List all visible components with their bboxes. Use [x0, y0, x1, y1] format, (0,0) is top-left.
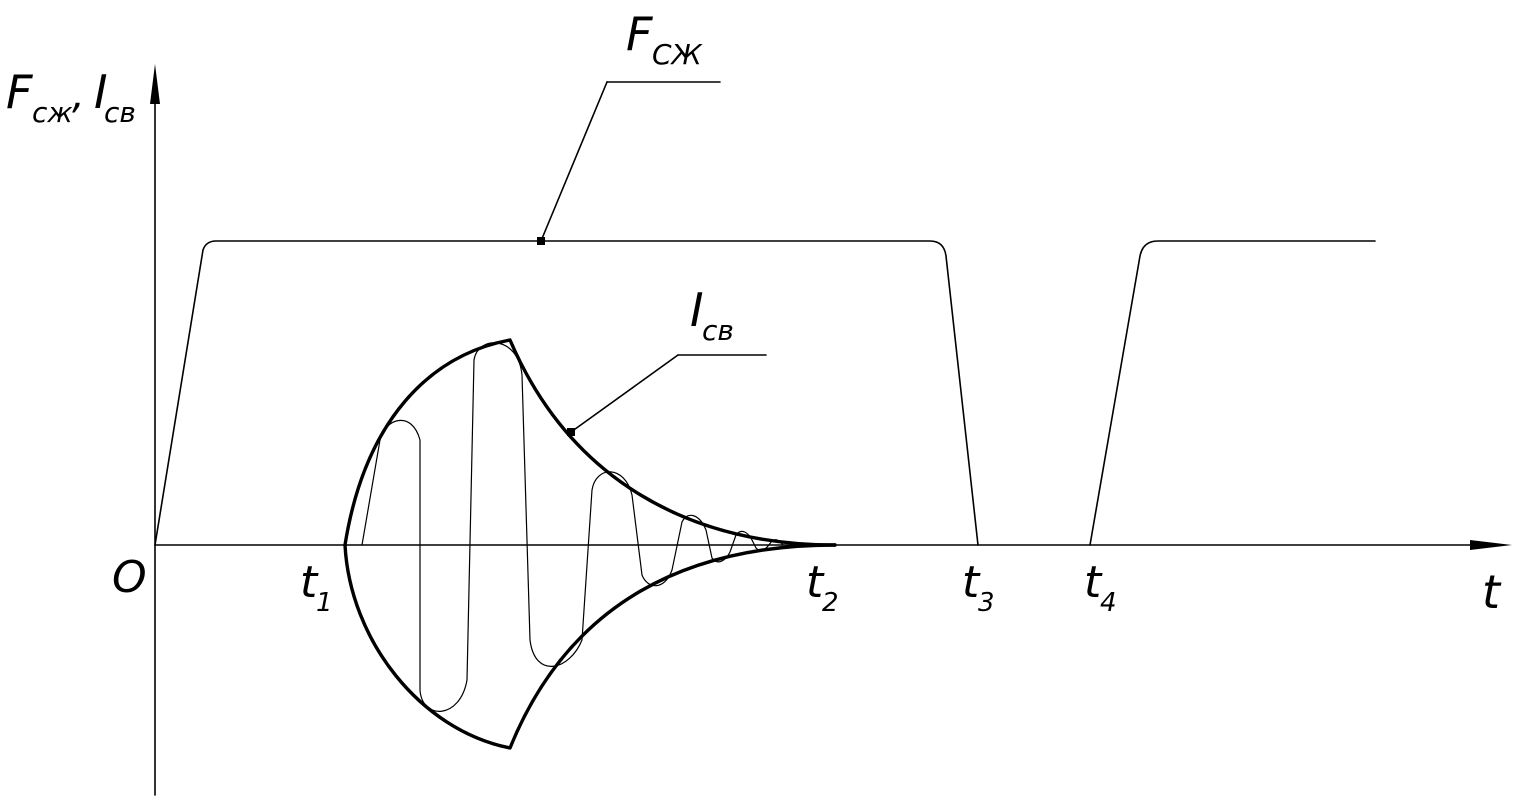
- tick-label-t4-sub: 4: [1100, 588, 1117, 618]
- force-callout-label-sub: СЖ: [652, 38, 704, 71]
- current-callout-label-sub: св: [702, 314, 734, 347]
- y-axis-label-i: I: [94, 65, 108, 119]
- force-curve-pulse-1: [154, 240, 979, 546]
- current-leader-marker: [567, 428, 575, 436]
- y-axis-label-f-sub: сж: [32, 96, 73, 129]
- force-curve-pulse-2: [1089, 240, 1376, 546]
- tick-label-t3: t: [962, 557, 981, 608]
- tick-label-t2-sub: 2: [822, 588, 839, 618]
- tick-label-t3-sub: 3: [978, 588, 995, 618]
- tick-labels: t 1 t 2 t 3 t 4: [300, 557, 1117, 618]
- current-leader-line: [570, 354, 679, 433]
- tick-label-t1: t: [300, 557, 319, 608]
- callout-current: I св: [567, 283, 767, 436]
- current-envelope-lower: [343, 543, 837, 750]
- tick-label-t2: t: [806, 557, 825, 608]
- force-callout-label: F: [626, 7, 653, 61]
- force-leader-marker: [537, 237, 545, 245]
- x-axis-label: t: [1482, 565, 1502, 619]
- tick-label-t1-sub: 1: [316, 588, 333, 618]
- current-callout-label: I: [690, 283, 704, 337]
- y-axis-label-sep: ,: [72, 72, 85, 118]
- origin-label: O: [112, 552, 147, 603]
- y-axis-label-f: F: [6, 65, 33, 119]
- y-axis-label-i-sub: св: [104, 96, 136, 129]
- force-leader-line: [540, 81, 608, 242]
- x-axis-arrow: [1470, 540, 1512, 550]
- y-axis-arrow: [150, 64, 160, 104]
- tick-label-t4: t: [1084, 557, 1103, 608]
- callout-force: F СЖ: [537, 7, 721, 245]
- axes: [150, 64, 1512, 796]
- current-waveform: [361, 342, 784, 712]
